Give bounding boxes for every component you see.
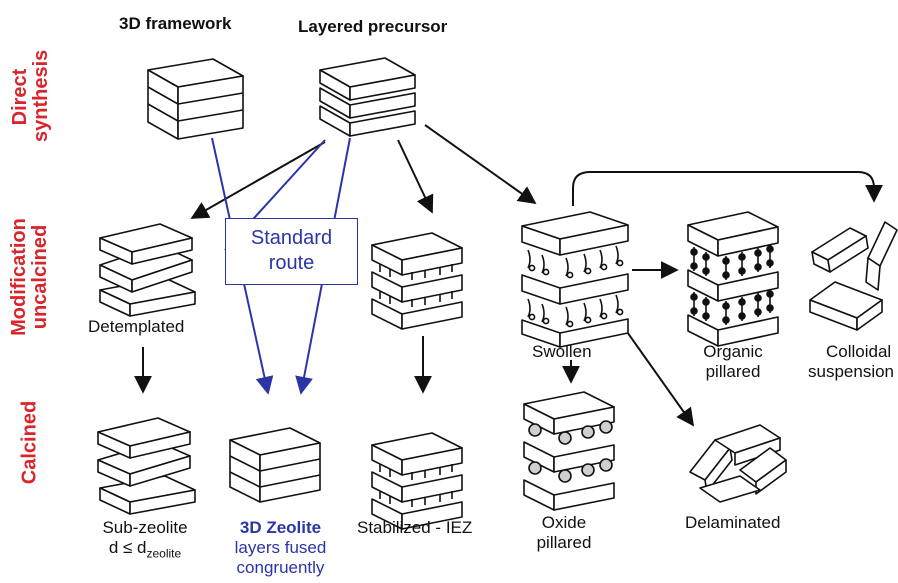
label-d-subscript: zeolite <box>146 546 182 561</box>
label-layers-fused: layers fused <box>234 538 327 557</box>
row-label-direct-synthesis: Direct synthesis <box>9 49 52 142</box>
standard-route-line2: route <box>268 252 315 274</box>
stack-layered-precursor <box>319 57 416 137</box>
label-colloidal: Colloidal <box>826 342 892 361</box>
row-label-synthesis: synthesis <box>30 49 52 142</box>
stack-sub-zeolite <box>97 417 196 515</box>
header-layered-precursor: Layered precursor <box>298 17 448 36</box>
label-organic-pillared: Organic pillared <box>688 342 778 382</box>
stack-detemplated <box>99 223 196 317</box>
delaminated-sheets <box>689 424 787 503</box>
arrow-swollen-to-delaminated <box>619 321 695 427</box>
stack-stabilized <box>371 232 463 330</box>
label-sub-zeolite: Sub-zeolite d ≤ dzeolite <box>80 518 210 563</box>
stack-3d-framework <box>147 58 244 140</box>
arrow-precursor-to-detemplated <box>190 141 326 219</box>
row-label-calcined: Calcined <box>18 400 41 485</box>
flow-arrows <box>134 124 883 427</box>
stack-oxide-pillared <box>523 391 615 511</box>
row-label-modification: Modification <box>8 218 30 336</box>
label-colloidal-suspension: Colloidal suspension <box>808 342 898 382</box>
label-swollen: Swollen <box>532 342 592 361</box>
label-delaminated: Delaminated <box>685 513 781 532</box>
label-pillared: pillared <box>705 362 761 381</box>
stack-3d-zeolite <box>229 427 321 503</box>
standard-route-box: Standard route <box>225 218 358 285</box>
label-3d-zeolite-title: 3D Zeolite <box>239 518 322 537</box>
standard-route-line1: Standard <box>250 227 333 249</box>
label-d-relation: d ≤ d <box>108 538 147 557</box>
label-sub-zeolite-title: Sub-zeolite <box>102 518 188 537</box>
label-organic: Organic <box>703 342 763 361</box>
label-oxide-pillared-word: pillared <box>536 533 592 552</box>
label-congruently: congruently <box>236 558 325 577</box>
label-suspension: suspension <box>808 362 895 381</box>
label-sub-zeolite-d: d ≤ dzeolite <box>80 538 210 563</box>
stack-swollen <box>521 211 629 348</box>
label-detemplated: Detemplated <box>88 317 185 336</box>
row-label-modification-uncalcined: Modification uncalcined <box>8 202 51 352</box>
row-label-uncalcined: uncalcined <box>29 224 51 330</box>
arrow-swollen-to-colloidal <box>572 171 883 206</box>
stack-stabilized-iez <box>371 432 463 530</box>
label-3d-zeolite: 3D Zeolite layers fused congruently <box>218 518 343 578</box>
row-label-direct: Direct <box>9 68 31 126</box>
colloidal-sheets <box>809 221 898 331</box>
stack-organic-pillared <box>687 211 779 347</box>
arrow-precursor-to-swollen <box>424 124 537 205</box>
label-oxide: Oxide <box>541 513 587 532</box>
header-3d-framework: 3D framework <box>119 14 232 33</box>
label-stabilized-iez: Stabilized - IEZ <box>357 518 473 537</box>
arrow-precursor-to-stabilized <box>397 139 434 214</box>
label-oxide-pillared: Oxide pillared <box>524 513 604 553</box>
